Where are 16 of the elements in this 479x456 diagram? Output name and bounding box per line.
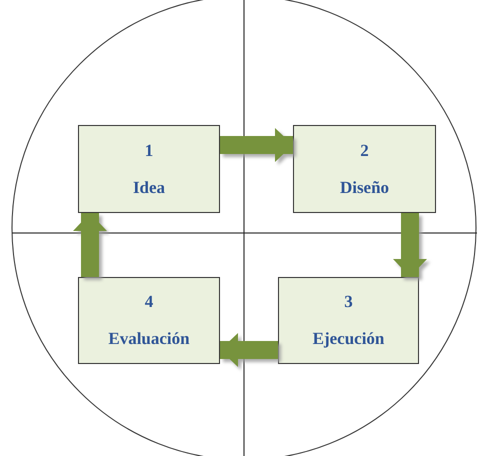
- step-label: Evaluación: [108, 328, 190, 349]
- process-box: [278, 277, 419, 364]
- block-arrow: [393, 213, 427, 277]
- block-arrow: [73, 213, 107, 277]
- process-box: [78, 125, 220, 213]
- block-arrow: [220, 333, 278, 367]
- step-number: 2: [360, 140, 369, 160]
- step-label: Ejecución: [312, 328, 384, 349]
- step-number: 4: [144, 292, 154, 312]
- process-box: [293, 125, 436, 213]
- step-number: 3: [344, 292, 353, 312]
- process-box: [78, 277, 220, 364]
- step-label: Diseño: [340, 178, 390, 198]
- block-arrow: [220, 128, 293, 162]
- step-number: 1: [144, 140, 154, 160]
- step-label: Idea: [132, 178, 166, 198]
